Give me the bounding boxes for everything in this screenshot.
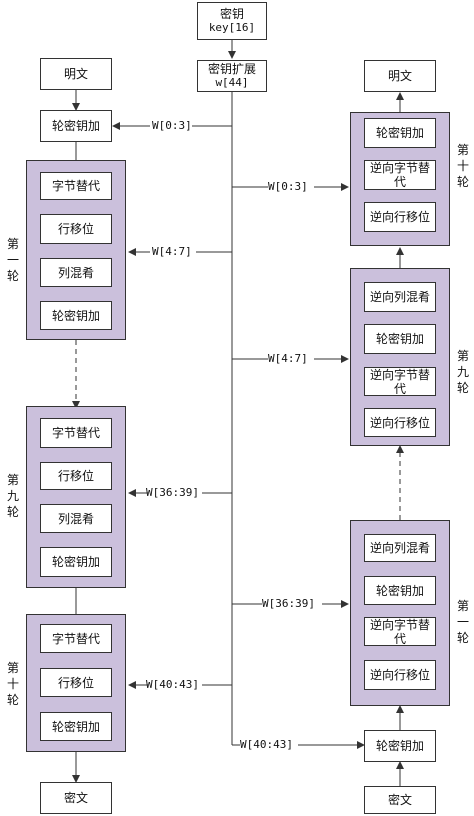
- dec-initial-ark-label: 轮密钥加: [375, 739, 424, 753]
- enc-ciphertext-label: 密文: [63, 791, 88, 805]
- dec-r9-inv-sub-bytes: 逆向字节替代: [364, 367, 436, 396]
- key-label-dec-0-3: W[0:3]: [268, 180, 308, 193]
- dec-r1-inv-mix-columns: 逆向列混肴: [364, 534, 436, 562]
- dec-ciphertext-box: 密文: [364, 786, 436, 814]
- dec-r1-inv-sub-bytes: 逆向字节替代: [364, 617, 436, 646]
- enc-r10-add-round-key: 轮密钥加: [40, 712, 112, 741]
- dec-plaintext-box: 明文: [364, 60, 436, 92]
- dec-r10-inv-shift-rows: 逆向行移位: [364, 202, 436, 232]
- enc-initial-add-round-key: 轮密钥加: [40, 110, 112, 142]
- dec-round10-label: 第十轮: [456, 143, 469, 189]
- enc-r10-shift-rows: 行移位: [40, 668, 112, 697]
- enc-r9-mix-columns: 列混肴: [40, 504, 112, 533]
- key-label-enc-0-3: W[0:3]: [152, 119, 192, 132]
- dec-r10-add-round-key: 轮密钥加: [364, 118, 436, 148]
- enc-r9-add-round-key: 轮密钥加: [40, 547, 112, 577]
- enc-round10-label: 第十轮: [6, 661, 19, 707]
- key-label-dec-40-43: W[40:43]: [240, 738, 293, 751]
- dec-r1-inv-shift-rows: 逆向行移位: [364, 660, 436, 690]
- key-label-enc-4-7: W[4:7]: [152, 245, 192, 258]
- enc-r1-sub-bytes: 字节替代: [40, 172, 112, 200]
- dec-ciphertext-label: 密文: [387, 793, 412, 807]
- enc-round1-label: 第一轮: [6, 237, 19, 283]
- enc-r9-shift-rows: 行移位: [40, 462, 112, 490]
- dec-plaintext-label: 明文: [387, 69, 412, 83]
- key-label-enc-40-43: W[40:43]: [146, 678, 199, 691]
- key-expansion-title: 密钥扩展: [207, 62, 256, 76]
- dec-r1-add-round-key: 轮密钥加: [364, 576, 436, 605]
- key-label-enc-36-39: W[36:39]: [146, 486, 199, 499]
- enc-ciphertext-box: 密文: [40, 782, 112, 814]
- dec-r9-inv-shift-rows: 逆向行移位: [364, 408, 436, 437]
- enc-r1-mix-columns: 列混肴: [40, 258, 112, 287]
- key-label-dec-4-7: W[4:7]: [268, 352, 308, 365]
- enc-initial-ark-label: 轮密钥加: [51, 119, 100, 133]
- enc-r1-shift-rows: 行移位: [40, 214, 112, 244]
- key-size: key[16]: [208, 21, 256, 34]
- dec-r10-inv-sub-bytes: 逆向字节替代: [364, 160, 436, 190]
- enc-r10-sub-bytes: 字节替代: [40, 624, 112, 653]
- enc-plaintext-box: 明文: [40, 58, 112, 90]
- enc-r1-add-round-key: 轮密钥加: [40, 301, 112, 330]
- key-label-dec-36-39: W[36:39]: [262, 597, 315, 610]
- key-box: 密钥 key[16]: [197, 2, 267, 40]
- dec-r9-add-round-key: 轮密钥加: [364, 324, 436, 354]
- dec-initial-add-round-key: 轮密钥加: [364, 730, 436, 762]
- enc-r9-sub-bytes: 字节替代: [40, 418, 112, 448]
- dec-round1-label: 第一轮: [456, 599, 469, 645]
- key-expansion-size: w[44]: [215, 76, 249, 89]
- dec-round9-label: 第九轮: [456, 349, 469, 395]
- key-title: 密钥: [219, 7, 244, 21]
- dec-r9-inv-mix-columns: 逆向列混肴: [364, 282, 436, 312]
- enc-round9-label: 第九轮: [6, 473, 19, 519]
- key-expansion-box: 密钥扩展 w[44]: [197, 60, 267, 92]
- enc-plaintext-label: 明文: [63, 67, 88, 81]
